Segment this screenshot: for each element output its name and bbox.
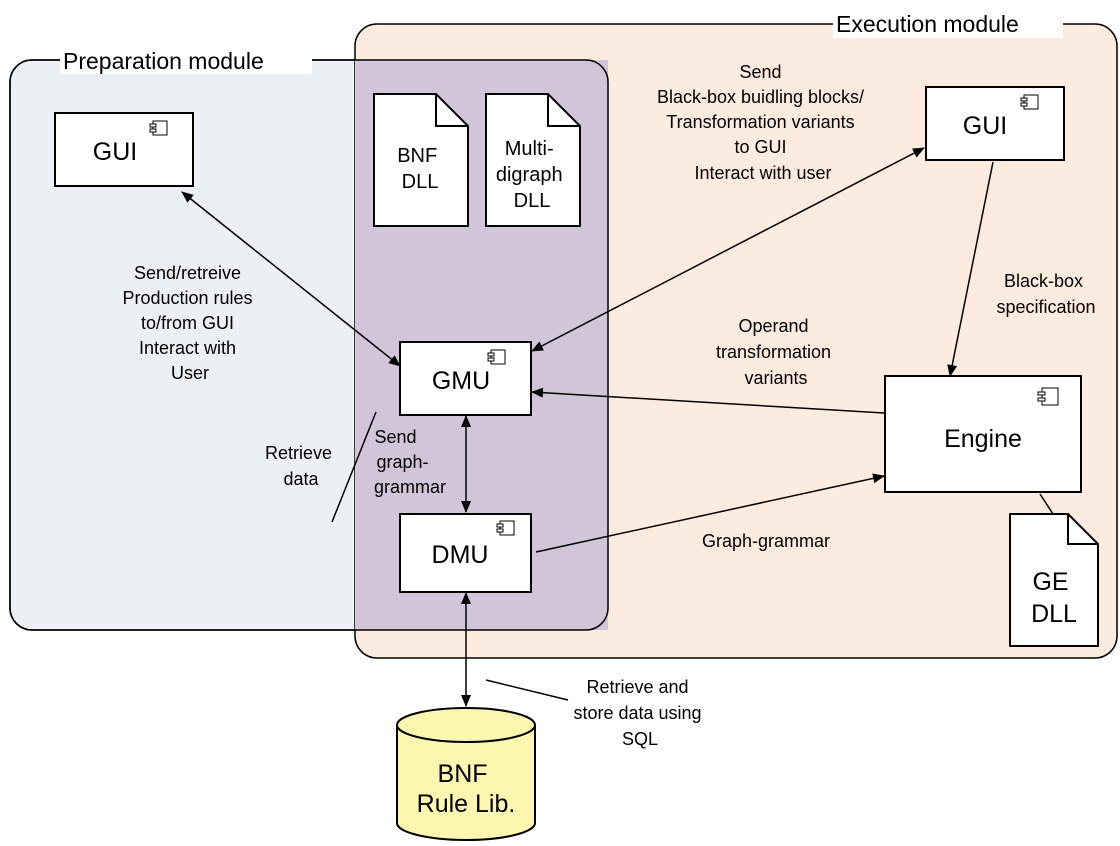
bnf-dll-line-2: DLL [402, 171, 439, 193]
gui-left-label: GUI [93, 138, 137, 166]
dmu-label: DMU [432, 541, 489, 569]
gmu-label: GMU [432, 367, 490, 395]
label-gui-right-gmu: Send Black-box buidling blocks/ Transfor… [657, 62, 869, 183]
component-icon [1037, 387, 1059, 406]
label-blackbox-spec: Black-box specification [996, 271, 1095, 317]
component-icon [487, 349, 506, 365]
sql-callout [485, 679, 569, 701]
database-line-1: BNF [438, 760, 488, 788]
edge-graph-grammar [535, 473, 885, 553]
component-icon [1020, 94, 1039, 110]
bnf-dll-document: BNF DLL [373, 93, 469, 227]
label-gui-gmu: Send/retreive Production rules to/from G… [122, 263, 257, 383]
dmu-component: DMU [399, 513, 532, 593]
edge-gui-gmu [181, 191, 401, 367]
execution-module-title: Execution module [836, 11, 1019, 37]
preparation-module-title: Preparation module [63, 48, 264, 74]
ge-dll-line-2: DLL [1031, 600, 1077, 628]
component-icon [496, 520, 515, 536]
svg-text:Multi- digraph DLL: Multi- digraph DLL [496, 138, 568, 212]
svg-text:BNF Rule Lib.: BNF Rule Lib. [417, 760, 516, 818]
database-line-2: Rule Lib. [417, 790, 516, 818]
multidigraph-dll-line-3: DLL [514, 190, 551, 212]
multidigraph-dll-document: Multi- digraph DLL [485, 93, 581, 227]
multidigraph-dll-line-2: digraph [496, 164, 563, 186]
svg-text:GE DLL: GE DLL [1031, 568, 1077, 628]
bnf-rule-lib-database: BNF Rule Lib. [396, 707, 536, 841]
svg-text:BNF DLL: BNF DLL [397, 145, 443, 193]
ge-dll-line-1: GE [1032, 568, 1068, 596]
gmu-component: GMU [399, 341, 532, 416]
bnf-dll-line-1: BNF [397, 145, 437, 167]
label-graph-grammar: Graph-grammar [702, 531, 830, 551]
edge-gui-right-gmu [531, 147, 925, 352]
gui-right-component: GUI [925, 86, 1065, 161]
label-send-graph-grammar: Send graph- grammar [374, 427, 446, 497]
label-operand: Operand transformation variants [716, 316, 836, 388]
retrieve-data-callout [331, 411, 377, 523]
engine-label: Engine [944, 425, 1022, 453]
engine-component: Engine [884, 375, 1082, 493]
ge-dll-document: GE DLL [1009, 513, 1099, 647]
gui-left-component: GUI [54, 112, 194, 187]
label-sql: Retrieve and store data using SQL [573, 677, 706, 749]
gui-right-label: GUI [963, 112, 1007, 140]
label-retrieve-data: Retrieve data [265, 443, 337, 489]
multidigraph-dll-line-1: Multi- [505, 138, 554, 160]
edge-operand [531, 387, 885, 414]
edge-blackbox-spec [947, 161, 994, 377]
component-icon [149, 120, 168, 136]
